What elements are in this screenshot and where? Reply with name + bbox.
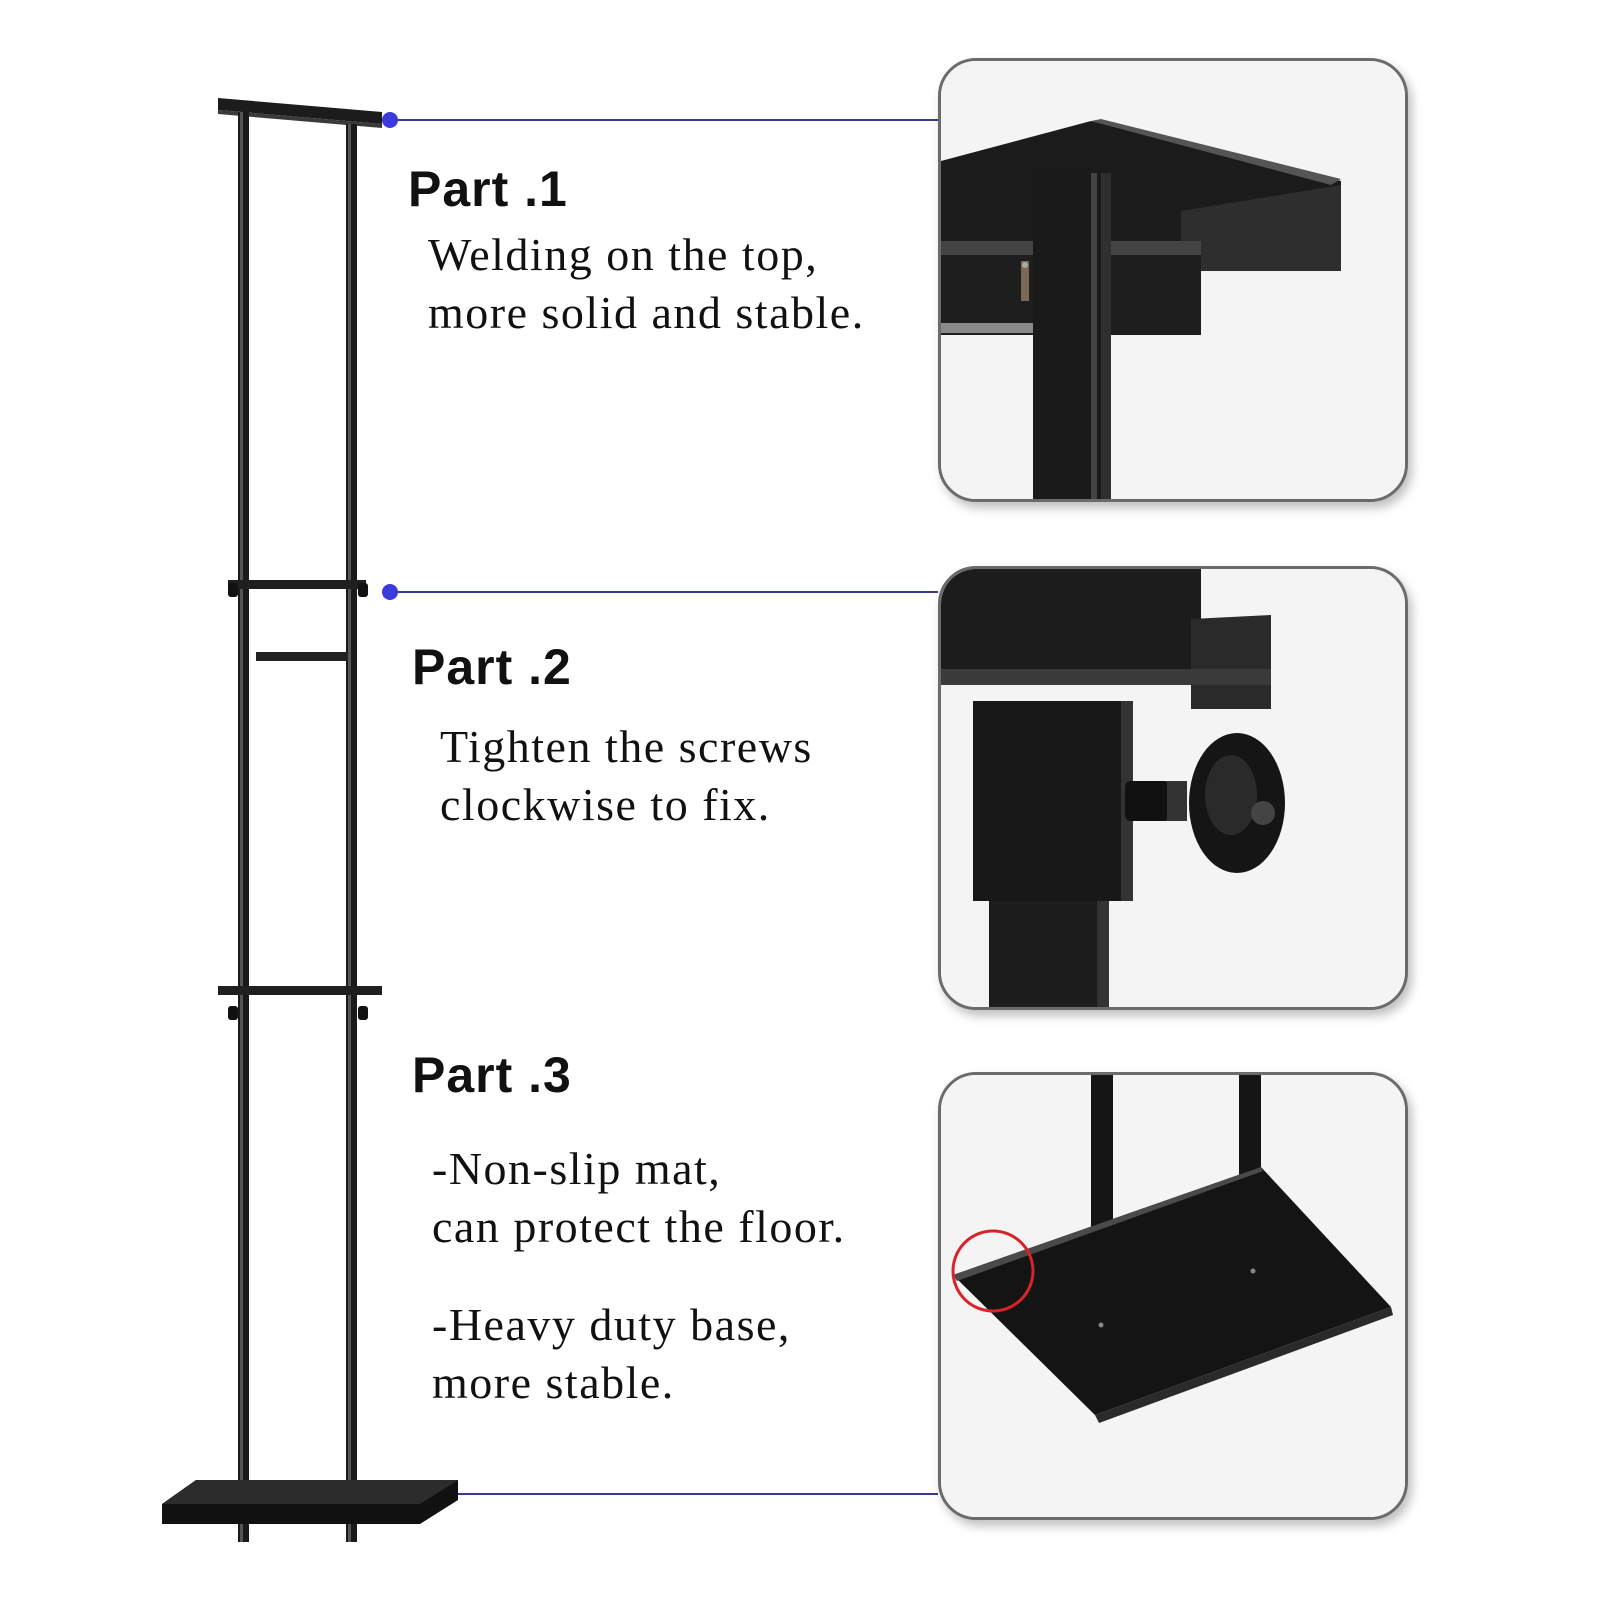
part-1-description: Welding on the top, more solid and stabl… (428, 226, 865, 342)
part-2-line-1: Tighten the screws (440, 721, 813, 772)
base-plate-closeup (941, 1075, 1405, 1517)
leader-dot-part-2 (382, 584, 398, 600)
part-3-line-1: -Non-slip mat, (432, 1143, 722, 1194)
part-3-title: Part .3 (412, 1047, 572, 1103)
stand-cross-bar (256, 652, 348, 661)
screw-knob-closeup (941, 569, 1405, 1007)
part-2-line-2: clockwise to fix. (440, 779, 771, 830)
detail-panel-part-1 (938, 58, 1408, 502)
part-3-line-4: more stable. (432, 1357, 675, 1408)
part-1-line-2: more solid and stable. (428, 287, 865, 338)
part-3-line-2: can protect the floor. (432, 1201, 846, 1252)
stand-left-upright (238, 112, 249, 1542)
non-slip-mat-highlight-circle (951, 1229, 1035, 1313)
leader-dot-part-1 (382, 112, 398, 128)
part-2-title: Part .2 (412, 639, 572, 695)
part-1-title: Part .1 (408, 161, 568, 217)
stand-top-bar (218, 98, 382, 124)
top-weld-closeup (941, 61, 1405, 499)
detail-panel-part-3 (938, 1072, 1408, 1520)
part-2-description: Tighten the screws clockwise to fix. (440, 718, 813, 834)
detail-panel-part-2 (938, 566, 1408, 1010)
part-3-line-3: -Heavy duty base, (432, 1299, 791, 1350)
stand-right-upright (346, 124, 357, 1542)
poster-stand-illustration (162, 98, 458, 1542)
part-3-description-a: -Non-slip mat, can protect the floor. (432, 1140, 846, 1256)
part-1-line-1: Welding on the top, (428, 229, 819, 280)
stand-upper-clamp (228, 580, 366, 589)
stand-lower-clamp (218, 986, 382, 995)
part-3-description-b: -Heavy duty base, more stable. (432, 1296, 791, 1412)
